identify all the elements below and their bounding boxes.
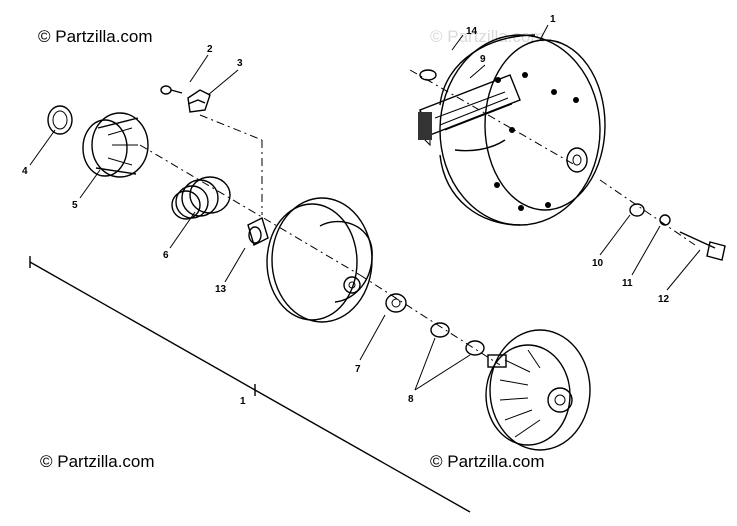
assembly-bracket	[29, 256, 471, 513]
driven-pulley-assembly	[439, 34, 606, 226]
bolt-12	[679, 231, 726, 261]
callout-11: 11	[622, 278, 633, 289]
fixed-sheave	[485, 329, 591, 451]
watermark-bottom-left: © Partzilla.com	[40, 452, 155, 471]
watermark-top-left: © Partzilla.com	[38, 27, 153, 46]
washer-7	[385, 293, 407, 313]
callout-9: 9	[480, 54, 486, 65]
assembly-axis	[139, 69, 696, 366]
watermark-bottom-right: © Partzilla.com	[430, 452, 545, 471]
callout-14: 14	[466, 26, 478, 37]
washer-10	[629, 203, 645, 217]
washers-8	[430, 322, 485, 356]
elbow-fitting-3	[187, 89, 211, 113]
bushing-13	[247, 217, 269, 246]
leader-lines	[29, 24, 701, 391]
washer-14	[419, 69, 437, 81]
callout-8: 8	[408, 394, 414, 405]
callout-3: 3	[237, 58, 243, 69]
callout-12: 12	[658, 294, 670, 305]
callout-1-top: 1	[550, 14, 556, 25]
movable-sheave	[266, 197, 373, 323]
callout-7: 7	[355, 364, 361, 375]
ring-2	[160, 85, 183, 95]
spring-6	[171, 176, 231, 220]
belt-segment	[418, 74, 521, 147]
callout-5: 5	[72, 200, 78, 211]
spider-assembly-5	[82, 112, 149, 178]
callout-13: 13	[215, 284, 227, 295]
callout-6: 6	[163, 250, 169, 261]
washer-11	[659, 214, 671, 226]
callout-10: 10	[592, 258, 604, 269]
callout-2: 2	[207, 44, 213, 55]
callout-4: 4	[22, 166, 28, 177]
callout-1-bottom: 1	[240, 396, 246, 407]
snap-ring-4	[47, 105, 73, 135]
